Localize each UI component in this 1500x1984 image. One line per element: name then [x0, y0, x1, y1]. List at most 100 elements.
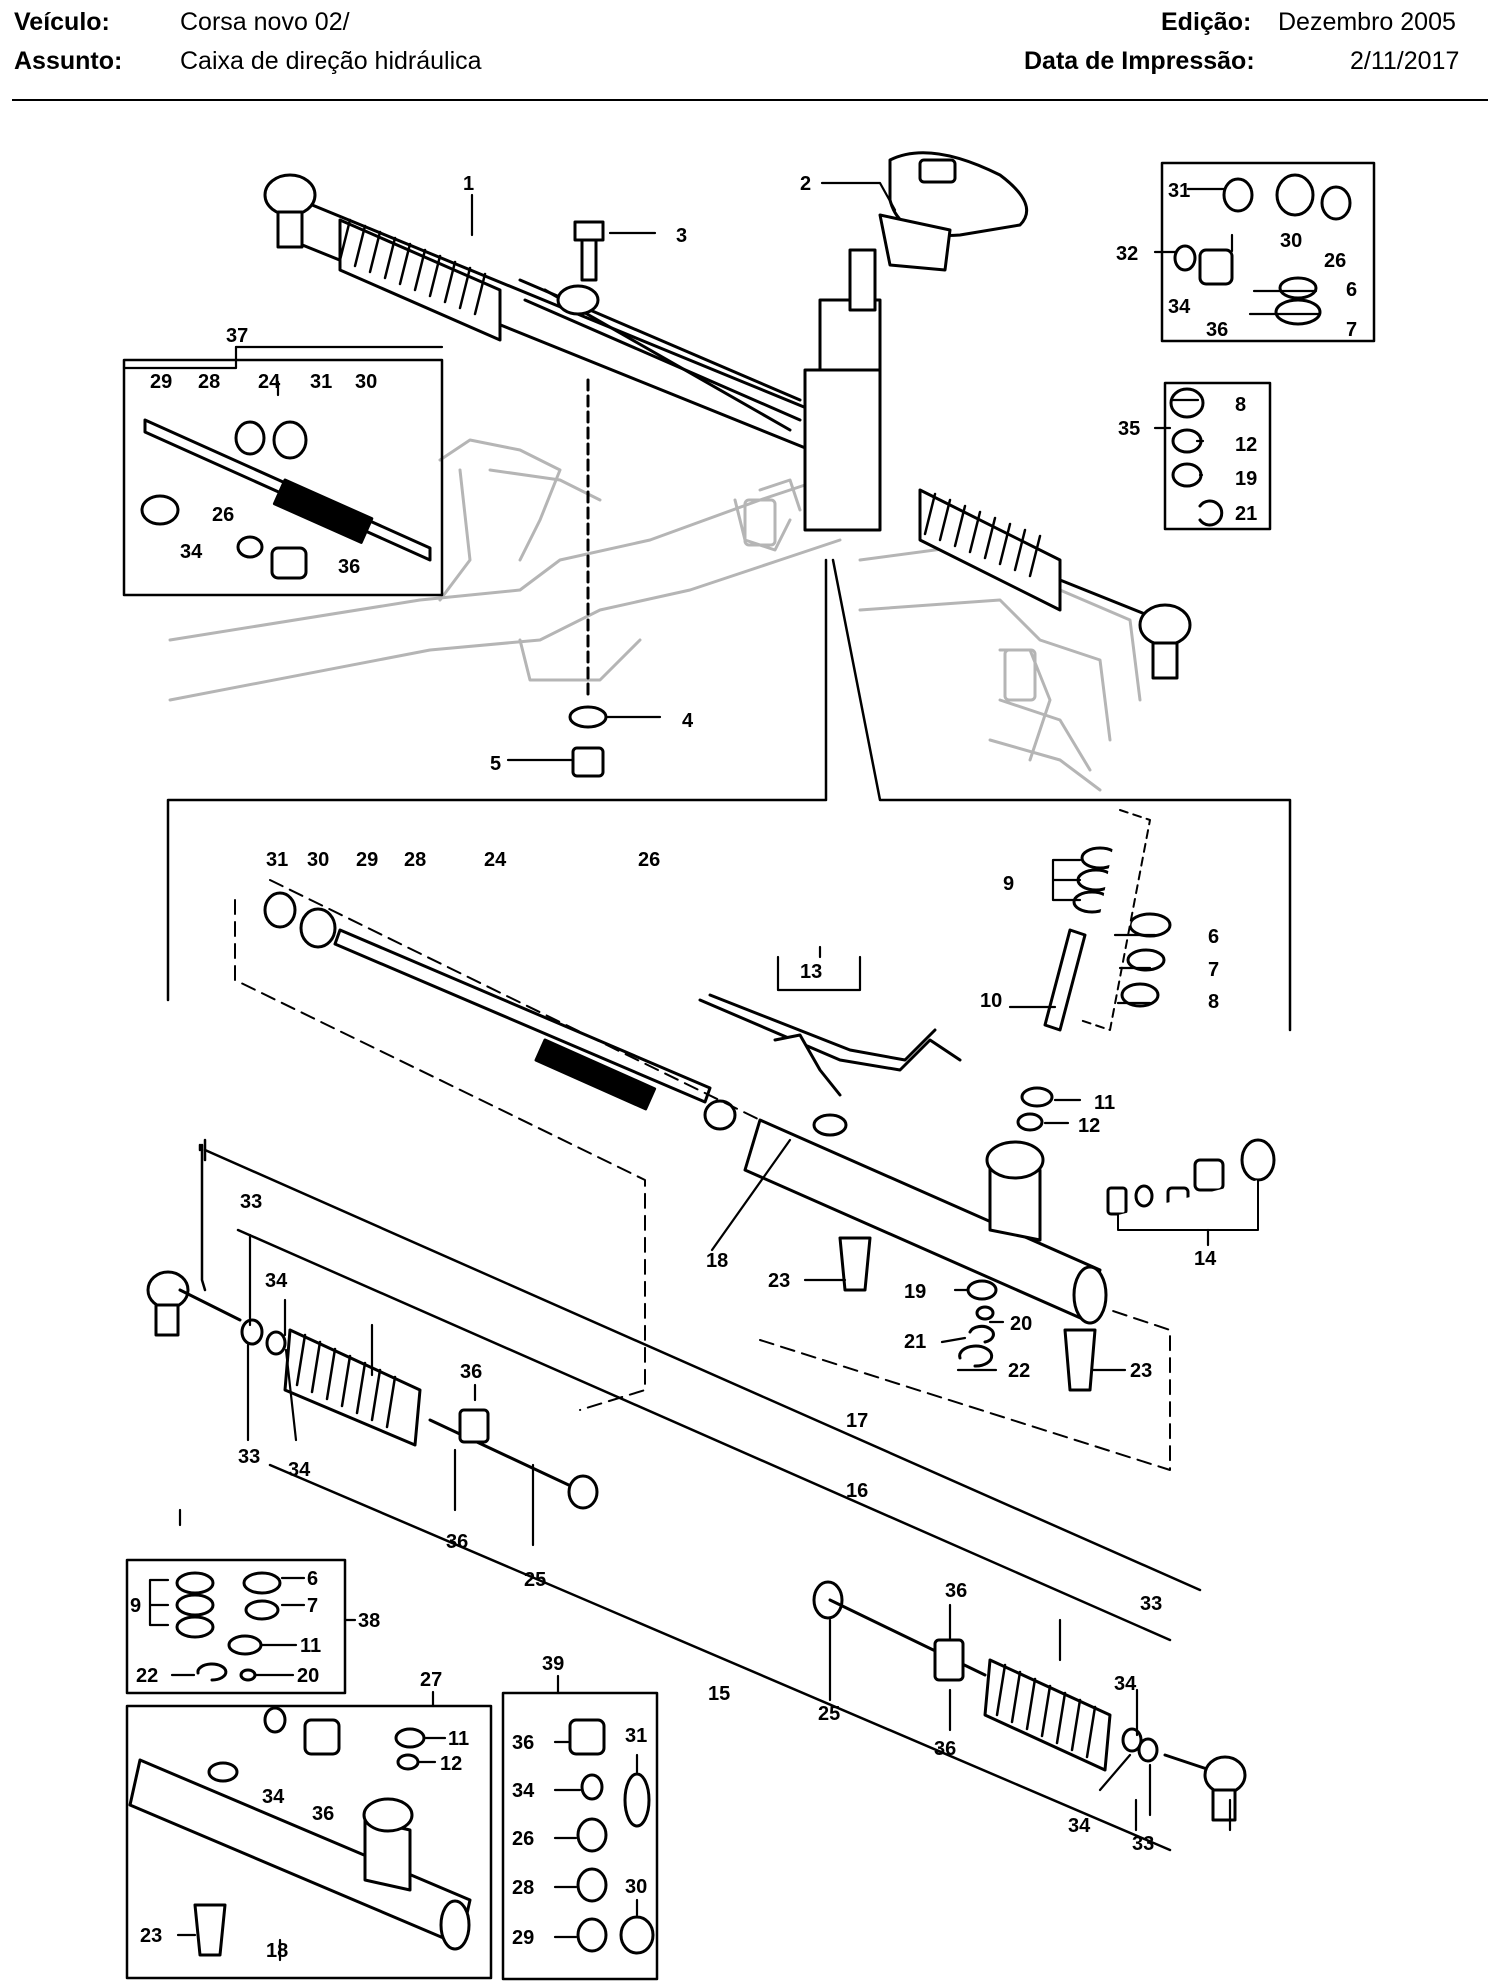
callout-31-box37: 31	[310, 371, 332, 393]
callout-34-left-top: 34	[265, 1270, 288, 1292]
callout-30-mid: 30	[307, 849, 329, 871]
callout-31-top: 31	[1168, 180, 1190, 202]
callout-33-right-bottom: 33	[1132, 1833, 1154, 1855]
edition-label: Edição:	[1161, 8, 1252, 36]
callout-25-left: 25	[524, 1569, 546, 1591]
callout-34-box39: 34	[512, 1780, 535, 1802]
callout-32: 32	[1116, 243, 1138, 265]
callout-22-mid: 22	[1008, 1360, 1030, 1382]
callout-24-mid: 24	[484, 849, 507, 871]
callout-9-box38: 9	[130, 1595, 141, 1617]
callout-16: 16	[846, 1480, 868, 1502]
callout-25-right: 25	[818, 1703, 840, 1725]
callout-36-top: 36	[1206, 319, 1228, 341]
callout-23-right: 23	[1130, 1360, 1152, 1382]
callout-36-right-bottom: 36	[934, 1738, 956, 1760]
callout-3: 3	[676, 225, 687, 247]
detail-box-35	[1163, 381, 1272, 531]
header-divider	[12, 99, 1488, 101]
callout-10: 10	[980, 990, 1002, 1012]
callout-34-right-top: 34	[1114, 1673, 1137, 1695]
callout-4: 4	[682, 710, 694, 732]
callout-2: 2	[800, 173, 811, 195]
callout-17: 17	[846, 1410, 868, 1432]
callout-34-box27: 34	[262, 1786, 285, 1808]
callout-36-right-top: 36	[945, 1580, 967, 1602]
callout-labels: 1 2 3 4 5 31 30 26 32 6 34 36 7 37 29 28…	[130, 173, 1357, 1962]
callout-11-mid: 11	[1094, 1092, 1115, 1114]
callout-37: 37	[226, 325, 248, 347]
part-4-washer	[568, 705, 608, 729]
callout-5: 5	[490, 753, 501, 775]
callout-13: 13	[800, 961, 822, 983]
print-date-label: Data de Impressão:	[1024, 47, 1255, 75]
callout-35: 35	[1118, 418, 1140, 440]
detail-box-38	[125, 1558, 347, 1695]
part-3-bolt	[573, 220, 605, 282]
callout-31-mid: 31	[266, 849, 288, 871]
callout-1: 1	[463, 173, 474, 195]
callout-38: 38	[358, 1610, 380, 1632]
callout-39: 39	[542, 1653, 564, 1675]
vehicle-value: Corsa novo 02/	[180, 8, 350, 36]
callout-6-mid: 6	[1208, 926, 1219, 948]
callout-6-top: 6	[1346, 279, 1357, 301]
callout-12-box27: 12	[440, 1753, 462, 1775]
callout-21-box35: 21	[1235, 503, 1257, 525]
callout-12-box35: 12	[1235, 434, 1257, 456]
vehicle-label: Veículo:	[14, 8, 110, 36]
callout-14: 14	[1194, 1248, 1217, 1270]
callout-18-box27: 18	[266, 1940, 288, 1962]
callout-33-right-top: 33	[1140, 1593, 1162, 1615]
callout-8-mid: 8	[1208, 991, 1219, 1013]
callout-28-box39: 28	[512, 1877, 534, 1899]
callout-20-box38: 20	[297, 1665, 319, 1687]
callout-7-mid: 7	[1208, 959, 1219, 981]
callout-27: 27	[420, 1669, 442, 1691]
callout-29-mid: 29	[356, 849, 378, 871]
part-2-cover	[878, 151, 1029, 272]
callout-21-mid: 21	[904, 1331, 926, 1353]
callout-30-top: 30	[1280, 230, 1302, 252]
callout-23-mid: 23	[768, 1270, 790, 1292]
callout-19-box35: 19	[1235, 468, 1257, 490]
detail-box-37	[122, 358, 444, 597]
callout-33-left-bottom: 33	[238, 1446, 260, 1468]
callout-26-box37: 26	[212, 504, 234, 526]
callout-31-box39: 31	[625, 1725, 647, 1747]
detail-box-27	[125, 1704, 493, 1980]
callout-36-box39: 36	[512, 1732, 534, 1754]
callout-36-box27: 36	[312, 1803, 334, 1825]
callout-34-left-bottom: 34	[288, 1459, 311, 1481]
callout-19-mid: 19	[904, 1281, 926, 1303]
callout-12-mid: 12	[1078, 1115, 1100, 1137]
callout-36-left-top: 36	[460, 1361, 482, 1383]
steering-rack-exploded-diagram: 1 2 3 4 5 31 30 26 32 6 34 36 7 37 29 28…	[122, 151, 1376, 1981]
callout-34-right-bottom: 34	[1068, 1815, 1091, 1837]
callout-34-top: 34	[1168, 296, 1191, 318]
callout-6-box38: 6	[307, 1568, 318, 1590]
callout-9-mid: 9	[1003, 873, 1014, 895]
callout-20-mid: 20	[1010, 1313, 1032, 1335]
callout-11-box27: 11	[448, 1728, 469, 1750]
callout-7-box38: 7	[307, 1595, 318, 1617]
callout-28-box37: 28	[198, 371, 220, 393]
callout-11-box38: 11	[300, 1635, 321, 1657]
callout-23-box27: 23	[140, 1925, 162, 1947]
callout-36-left-bottom: 36	[446, 1531, 468, 1553]
callout-15: 15	[708, 1683, 730, 1705]
callout-33-left-top: 33	[240, 1191, 262, 1213]
callout-8-box35: 8	[1235, 394, 1246, 416]
detail-box-39	[501, 1691, 659, 1981]
callout-7-top: 7	[1346, 319, 1357, 341]
steering-rack-assembly	[263, 173, 1192, 680]
callout-26-top: 26	[1324, 250, 1346, 272]
subject-label: Assunto:	[14, 47, 123, 75]
callout-22-box38: 22	[136, 1665, 158, 1687]
callout-26-box39: 26	[512, 1828, 534, 1850]
callout-29-box37: 29	[150, 371, 172, 393]
print-date-value: 2/11/2017	[1350, 47, 1460, 75]
part-5-nut	[571, 746, 605, 778]
callout-30-box37: 30	[355, 371, 377, 393]
callout-29-box39: 29	[512, 1927, 534, 1949]
